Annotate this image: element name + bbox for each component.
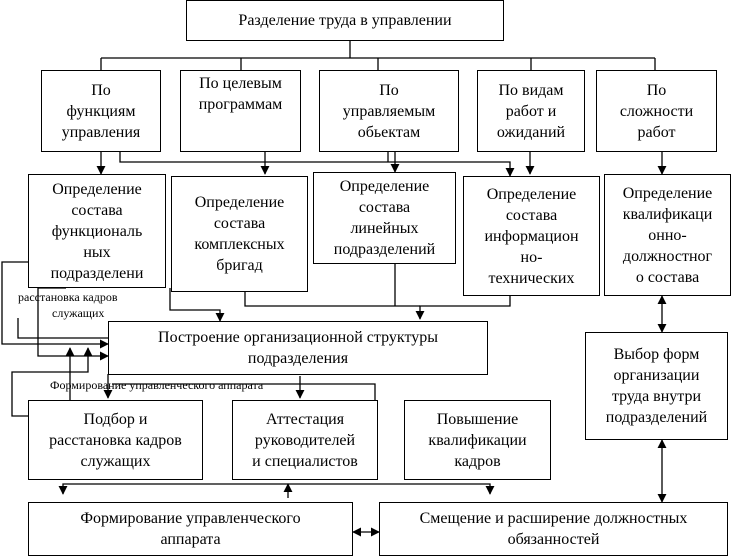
- loop-apparatus-b: [112, 383, 376, 400]
- criterion-objects: По управляемым обьектам: [319, 70, 459, 152]
- loop-left-mid: [17, 318, 108, 339]
- criterion-complexity: По сложности работ: [596, 70, 717, 152]
- definition-complex-teams: Определение состава комплексных бригад: [171, 176, 308, 292]
- criterion-functions: По функциям управления: [41, 70, 161, 152]
- connector-def2-structure: [244, 292, 420, 307]
- definition-info-tech: Определение состава информацион но- техн…: [463, 176, 600, 296]
- duties-box: Смещение и расширение должностных обязан…: [379, 502, 728, 556]
- connector-crit-cross: [119, 152, 515, 177]
- floating-label-placement-1: расстановка кадров: [18, 290, 118, 304]
- connector-activities-apparatus: [58, 483, 495, 495]
- definition-functional-units: Определение состава функциональ ных подр…: [28, 174, 166, 288]
- criterion-programs: По целевым программам: [180, 70, 301, 152]
- connector-def4-structure: [415, 296, 511, 320]
- loop-apparatus: [11, 347, 93, 417]
- activity-training: Повышение квалификации кадров: [404, 400, 551, 480]
- definition-line-units: Определение состава линейных подразделен…: [313, 172, 456, 264]
- connector-def1-structure: [169, 288, 225, 322]
- apparatus-box: Формирование управленческого аппарата: [28, 502, 353, 556]
- title-text: Разделение труда в управлении: [238, 12, 452, 29]
- org-structure-box: Построение организационной структуры под…: [108, 321, 488, 375]
- activity-attestation: Аттестация руководителей и специалистов: [232, 400, 378, 480]
- definition-qualification: Определение квалификаци онно- должностно…: [604, 174, 731, 296]
- floating-label-apparatus-echo: Формирование управленческого аппарата: [50, 378, 264, 392]
- floating-label-placement-2: служащих: [52, 306, 105, 320]
- loop-left-outer: [1, 261, 109, 349]
- activity-selection: Подбор и расстановка кадров служащих: [28, 400, 203, 480]
- labor-forms-box: Выбор форм организации труда внутри подр…: [585, 332, 728, 440]
- criterion-work-types: По видам работ и ожиданий: [477, 70, 585, 152]
- title-box: Разделение труда в управлении: [186, 0, 504, 41]
